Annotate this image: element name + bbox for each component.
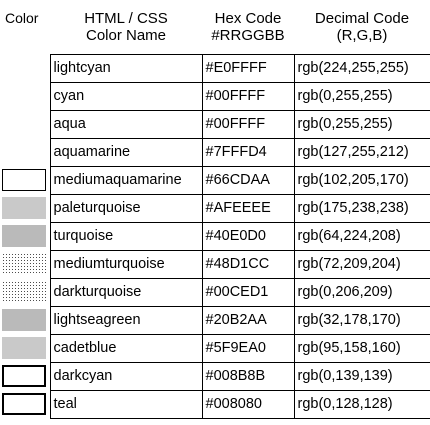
hex-code: #00FFFF [201,109,295,139]
table-row: turquoise #40E0D0 rgb(64,224,208) [0,221,430,251]
header-decimal-line2: (R,G,B) [336,26,388,44]
swatch-cell [0,390,50,418]
color-swatch [2,141,46,163]
color-swatch [2,113,46,135]
table-row: darkcyan #008B8B rgb(0,139,139) [0,361,430,391]
table-row: paleturquoise #AFEEEE rgb(175,238,238) [0,193,430,223]
color-name: cadetblue [49,333,203,363]
color-name: mediumaquamarine [49,165,203,195]
decimal-code: rgb(127,255,212) [293,137,430,167]
table-row: mediumaquamarine #66CDAA rgb(102,205,170… [0,165,430,195]
decimal-code: rgb(72,209,204) [293,249,430,279]
table-row: cyan #00FFFF rgb(0,255,255) [0,81,430,111]
header-name-line2: Color Name [85,26,167,44]
hex-code: #AFEEEE [201,193,295,223]
header-color: Color [5,10,39,26]
color-swatch [2,365,46,387]
decimal-code: rgb(0,255,255) [293,81,430,111]
decimal-code: rgb(224,255,255) [293,53,430,83]
decimal-code: rgb(102,205,170) [293,165,430,195]
table-header: Color HTML / CSS Color Name Hex Code #RR… [0,0,430,54]
table-row: aquamarine #7FFFD4 rgb(127,255,212) [0,137,430,167]
color-name: darkturquoise [49,277,203,307]
decimal-code: rgb(0,255,255) [293,109,430,139]
swatch-cell [0,334,50,362]
hex-code: #40E0D0 [201,221,295,251]
table-row: lightseagreen #20B2AA rgb(32,178,170) [0,305,430,335]
header-hex-line2: #RRGGBB [211,26,285,44]
table-row: cadetblue #5F9EA0 rgb(95,158,160) [0,333,430,363]
hex-code: #00CED1 [201,277,295,307]
hex-code: #5F9EA0 [201,333,295,363]
header-decimal-line1: Decimal Code [314,9,410,27]
table-body: lightcyan #E0FFFF rgb(224,255,255) cyan … [0,53,430,419]
color-name: turquoise [49,221,203,251]
decimal-code: rgb(32,178,170) [293,305,430,335]
decimal-code: rgb(95,158,160) [293,333,430,363]
header-name: HTML / CSS Color Name [50,0,202,54]
table-row: darkturquoise #00CED1 rgb(0,206,209) [0,277,430,307]
swatch-cell [0,250,50,278]
hex-code: #008080 [201,389,295,419]
color-name: cyan [49,81,203,111]
swatch-cell [0,138,50,166]
header-decimal: Decimal Code (R,G,B) [294,0,430,54]
color-swatch [2,253,46,275]
color-name: paleturquoise [49,193,203,223]
color-swatch [2,337,46,359]
header-hex: Hex Code #RRGGBB [202,0,294,54]
hex-code: #48D1CC [201,249,295,279]
swatch-cell [0,82,50,110]
header-name-line1: HTML / CSS [84,9,168,27]
table-row: teal #008080 rgb(0,128,128) [0,389,430,419]
decimal-code: rgb(175,238,238) [293,193,430,223]
swatch-cell [0,54,50,82]
hex-code: #66CDAA [201,165,295,195]
table-row: mediumturquoise #48D1CC rgb(72,209,204) [0,249,430,279]
swatch-cell [0,306,50,334]
color-swatch [2,225,46,247]
color-swatch [2,197,46,219]
color-name: aquamarine [49,137,203,167]
color-swatch [2,57,46,79]
hex-code: #7FFFD4 [201,137,295,167]
swatch-cell [0,166,50,194]
swatch-cell [0,110,50,138]
swatch-cell [0,194,50,222]
swatch-cell [0,278,50,306]
decimal-code: rgb(0,206,209) [293,277,430,307]
color-swatch [2,169,46,191]
decimal-code: rgb(0,139,139) [293,361,430,391]
hex-code: #008B8B [201,361,295,391]
color-name: lightcyan [49,53,203,83]
color-swatch [2,393,46,415]
header-hex-line1: Hex Code [214,9,282,27]
table-row: aqua #00FFFF rgb(0,255,255) [0,109,430,139]
color-name: mediumturquoise [49,249,203,279]
table-row: lightcyan #E0FFFF rgb(224,255,255) [0,53,430,83]
color-swatch [2,85,46,107]
swatch-cell [0,362,50,390]
decimal-code: rgb(0,128,128) [293,389,430,419]
hex-code: #20B2AA [201,305,295,335]
hex-code: #E0FFFF [201,53,295,83]
color-name: lightseagreen [49,305,203,335]
header-row: Color HTML / CSS Color Name Hex Code #RR… [0,0,430,54]
color-swatch [2,309,46,331]
color-name: aqua [49,109,203,139]
color-name: teal [49,389,203,419]
color-name: darkcyan [49,361,203,391]
decimal-code: rgb(64,224,208) [293,221,430,251]
color-swatch [2,281,46,303]
swatch-cell [0,222,50,250]
hex-code: #00FFFF [201,81,295,111]
